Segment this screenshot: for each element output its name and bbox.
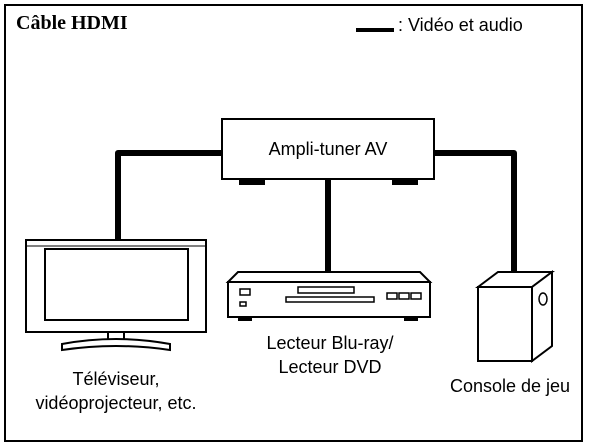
tv-stand xyxy=(61,338,171,352)
tv-label-line-1: Téléviseur, xyxy=(72,369,160,389)
player-foot-right xyxy=(404,317,418,321)
player-label-line-1: Lecteur Blu-ray/ xyxy=(266,333,394,353)
player-top xyxy=(225,271,433,283)
player-disc-slot xyxy=(285,296,375,303)
console-label: Console de jeu xyxy=(449,376,571,396)
cable-console xyxy=(434,150,517,272)
diagram-title: Câble HDMI xyxy=(16,12,128,34)
av-receiver-body xyxy=(221,118,435,180)
player-control-3 xyxy=(410,292,422,300)
console-disc-button xyxy=(538,292,548,306)
player-indicator xyxy=(239,301,247,307)
player-label-line-2: Lecteur DVD xyxy=(278,357,382,377)
diagram-frame xyxy=(4,4,583,442)
player-control-1 xyxy=(386,292,398,300)
player-button xyxy=(239,288,251,296)
legend-label: : Vidéo et audio xyxy=(398,15,523,35)
console-device xyxy=(475,270,555,363)
player-device xyxy=(225,271,433,321)
cable-tv xyxy=(115,150,222,243)
tv-screen xyxy=(44,248,189,321)
tv-label-line-2: vidéoprojecteur, etc. xyxy=(35,393,197,413)
player-foot-left xyxy=(238,317,252,321)
av-receiver-foot-left xyxy=(239,179,265,185)
console-side xyxy=(531,270,553,363)
av-receiver-label: Ampli-tuner AV xyxy=(268,139,388,159)
console-front xyxy=(477,286,533,362)
player-disc-tray xyxy=(297,286,355,294)
tv-device xyxy=(25,239,207,352)
av-receiver-foot-right xyxy=(392,179,418,185)
player-control-2 xyxy=(398,292,410,300)
av-receiver-device xyxy=(221,118,435,185)
legend-cable-swatch xyxy=(356,28,394,32)
